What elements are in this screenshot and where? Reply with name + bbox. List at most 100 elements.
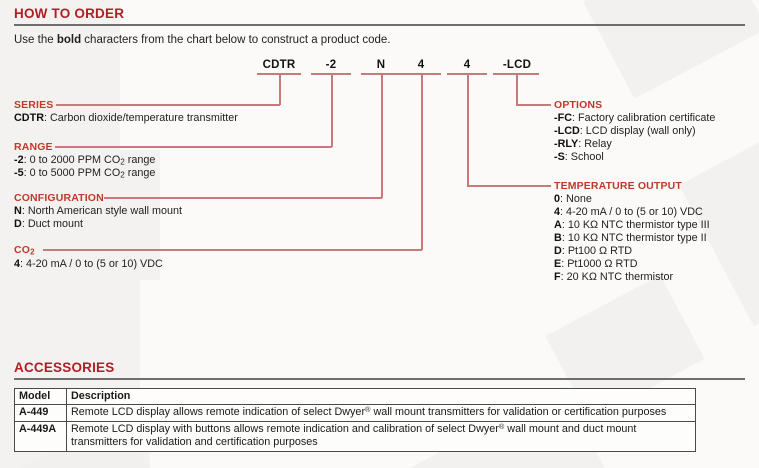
code-segment-options[interactable]: -LCD xyxy=(502,59,532,71)
desc-before: Remote LCD display with buttons allows r… xyxy=(71,422,499,435)
item-code: N xyxy=(14,205,22,217)
item-desc: Pt100 Ω RTD xyxy=(567,245,633,257)
group-item-co2-4: 4: 4-20 mA / 0 to (5 or 10) VDC xyxy=(14,258,163,270)
item-desc: School xyxy=(570,151,604,163)
group-heading-temperature-output: TEMPERATURE OUTPUT xyxy=(554,180,682,192)
intro-text: Use the bold characters from the chart b… xyxy=(14,34,390,46)
leader-series-vertical xyxy=(279,73,281,105)
group-item-range-2: -2: 0 to 2000 PPM CO2 range xyxy=(14,154,155,166)
group-item-series-cdtr: CDTR: Carbon dioxide/temperature transmi… xyxy=(14,112,238,124)
item-sep: : xyxy=(561,232,568,244)
group-item-temp-f: F: 20 KΩ NTC thermistor xyxy=(554,271,673,283)
heading-subscript: 2 xyxy=(30,247,35,257)
item-desc: North American style wall mount xyxy=(27,205,183,217)
table-row: A-449A Remote LCD display with buttons a… xyxy=(14,420,696,452)
code-segment-range[interactable]: -2 xyxy=(325,59,337,71)
code-segment-configuration[interactable]: N xyxy=(376,59,386,71)
item-sep: : xyxy=(572,112,578,124)
item-code: -RLY xyxy=(554,138,579,150)
title-rule xyxy=(14,24,745,26)
item-desc: Pt1000 Ω RTD xyxy=(567,258,638,270)
leader-configuration-vertical xyxy=(381,73,383,198)
leader-temperature-vertical xyxy=(467,73,469,186)
item-code: A xyxy=(554,219,562,231)
leader-co2-vertical xyxy=(421,73,423,250)
item-code: 0 xyxy=(554,193,561,205)
leader-series-horizontal xyxy=(56,104,280,106)
accessories-table: Model Description A-449 Remote LCD displ… xyxy=(14,387,696,452)
item-desc: 20 KΩ NTC thermistor xyxy=(566,271,674,283)
item-sep: : xyxy=(578,138,585,150)
item-desc: 4-20 mA / 0 to (5 or 10) VDC xyxy=(26,258,163,270)
leader-range-vertical xyxy=(331,73,333,147)
leader-co2-horizontal xyxy=(43,249,422,251)
page-title: HOW TO ORDER xyxy=(14,6,125,21)
code-segment-co2[interactable]: 4 xyxy=(417,59,425,71)
item-code: -2 xyxy=(14,154,24,166)
item-sep: : xyxy=(560,193,567,205)
cell-description: Remote LCD display allows remote indicat… xyxy=(66,404,696,422)
desc-after: wall mount transmitters for validation o… xyxy=(370,406,667,419)
registered-mark: ® xyxy=(365,405,371,415)
group-item-temp-0: 0: None xyxy=(554,193,592,205)
group-item-range-5: -5: 0 to 5000 PPM CO2 range xyxy=(14,167,155,179)
item-code: CDTR xyxy=(14,112,44,124)
group-heading-range: RANGE xyxy=(14,141,53,153)
table-header-description: Description xyxy=(66,387,696,406)
code-segment-series[interactable]: CDTR xyxy=(262,59,296,71)
table-header-model: Model xyxy=(14,387,67,406)
leader-options-vertical xyxy=(516,73,518,105)
desc-before: Remote LCD display allows remote indicat… xyxy=(71,406,366,419)
table-row: A-449 Remote LCD display allows remote i… xyxy=(14,404,696,422)
heading-text: CO xyxy=(14,244,31,256)
item-tail: range xyxy=(124,154,156,166)
item-desc: 0 to 2000 PPM CO xyxy=(29,154,121,166)
item-code: 4 xyxy=(554,206,561,218)
item-desc: 10 KΩ NTC thermistor type III xyxy=(567,219,710,231)
item-sep: : xyxy=(579,125,586,137)
group-heading-series: SERIES xyxy=(14,99,54,111)
item-desc: 10 KΩ NTC thermistor type II xyxy=(567,232,707,244)
item-desc: None xyxy=(566,193,592,205)
item-sep: : xyxy=(561,245,568,257)
code-segment-temperature-output[interactable]: 4 xyxy=(463,59,471,71)
group-item-temp-e: E: Pt1000 Ω RTD xyxy=(554,258,638,270)
group-item-options-lcd: -LCD: LCD display (wall only) xyxy=(554,125,696,137)
item-code: D xyxy=(554,245,562,257)
item-desc: Duct mount xyxy=(27,218,84,230)
intro-before: Use the xyxy=(14,34,57,46)
item-sep: : xyxy=(560,206,567,218)
group-item-temp-b: B: 10 KΩ NTC thermistor type II xyxy=(554,232,707,244)
item-sep: : xyxy=(561,258,568,270)
item-code: D xyxy=(14,218,22,230)
item-code: E xyxy=(554,258,562,270)
item-tail: range xyxy=(124,167,156,179)
item-code: F xyxy=(554,271,561,283)
cell-model: A-449 xyxy=(14,404,67,422)
group-item-options-s: -S: School xyxy=(554,151,604,163)
item-sep: : xyxy=(564,151,571,163)
group-heading-configuration: CONFIGURATION xyxy=(14,192,104,204)
item-code: B xyxy=(554,232,562,244)
item-code: -S xyxy=(554,151,565,163)
leader-temperature-horizontal xyxy=(467,185,551,187)
group-item-temp-d: D: Pt100 Ω RTD xyxy=(554,245,632,257)
group-item-options-fc: -FC: Factory calibration certificate xyxy=(554,112,715,124)
cell-description: Remote LCD display with buttons allows r… xyxy=(66,420,696,452)
group-item-configuration-d: D: Duct mount xyxy=(14,218,83,230)
item-code: -FC xyxy=(554,112,572,124)
leader-range-horizontal xyxy=(55,146,332,148)
intro-after: characters from the chart below to const… xyxy=(81,34,391,46)
group-heading-options: OPTIONS xyxy=(554,99,603,111)
group-item-options-rly: -RLY: Relay xyxy=(554,138,612,150)
accessories-title: ACCESSORIES xyxy=(14,360,115,375)
group-item-temp-4: 4: 4-20 mA / 0 to (5 or 10) VDC xyxy=(554,206,703,218)
group-item-configuration-n: N: North American style wall mount xyxy=(14,205,182,217)
intro-bold: bold xyxy=(56,34,82,46)
cell-model: A-449A xyxy=(14,420,67,452)
table-header-row: Model Description xyxy=(14,387,696,406)
item-desc: Carbon dioxide/temperature transmitter xyxy=(50,112,238,124)
item-desc: 0 to 5000 PPM CO xyxy=(29,167,121,179)
group-item-temp-a: A: 10 KΩ NTC thermistor type III xyxy=(554,219,710,231)
item-desc: LCD display (wall only) xyxy=(585,125,696,137)
